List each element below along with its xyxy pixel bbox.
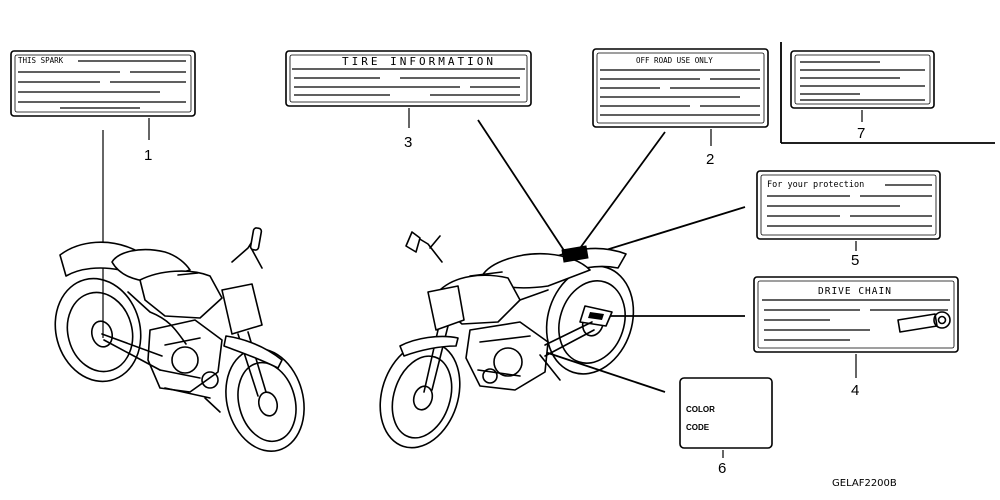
callout-5: 5 bbox=[851, 252, 859, 269]
diagram-code: GELAF2200B bbox=[832, 478, 897, 489]
decal-target-marks bbox=[561, 245, 589, 263]
callout-3: 3 bbox=[404, 134, 412, 151]
leader-line-6 bbox=[544, 351, 666, 393]
leader-line-2 bbox=[574, 131, 666, 256]
callout-7: 7 bbox=[857, 125, 865, 142]
leader-line-3 bbox=[477, 119, 566, 253]
label-4-title: DRIVE CHAIN bbox=[818, 286, 892, 297]
label-3-tire-information: TIRE INFORMATION bbox=[285, 50, 532, 107]
callout-1: 1 bbox=[144, 147, 152, 164]
label-5-title: For your protection bbox=[767, 180, 864, 190]
label-6-color-code: COLOR CODE bbox=[679, 377, 773, 449]
chain-adjuster-icon bbox=[897, 311, 951, 333]
callout-4: 4 bbox=[851, 382, 859, 399]
label-3-title: TIRE INFORMATION bbox=[342, 55, 496, 68]
label-2-off-road-use-only: OFF ROAD USE ONLY bbox=[592, 48, 769, 128]
label-1-title: THIS SPARK bbox=[18, 56, 64, 65]
label-5-for-your-protection: For your protection bbox=[756, 170, 941, 240]
callout-2: 2 bbox=[706, 151, 714, 168]
label-6-line2: CODE bbox=[686, 423, 710, 432]
motorcycle-right-side-view bbox=[379, 231, 635, 449]
label-4-drive-chain: DRIVE CHAIN bbox=[753, 276, 959, 353]
callout-6: 6 bbox=[718, 460, 726, 477]
label-6-line1: COLOR bbox=[686, 405, 715, 414]
label-2-title: OFF ROAD USE ONLY bbox=[636, 56, 713, 65]
label-1-spark-arrester: THIS SPARK bbox=[10, 50, 196, 117]
motorcycle-left-side-view bbox=[54, 227, 305, 452]
label-7 bbox=[790, 50, 935, 109]
